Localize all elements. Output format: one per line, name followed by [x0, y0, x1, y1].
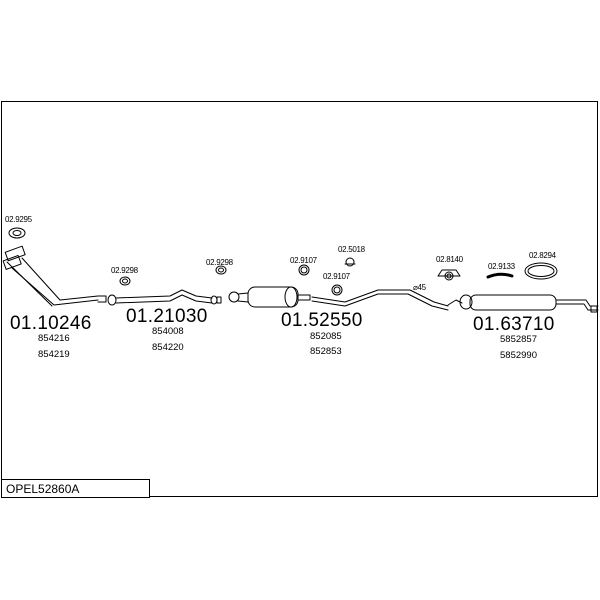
accessory-label: 02.9133 [488, 262, 515, 271]
intermediate-pipe [107, 289, 222, 306]
oem-ref: 852085 [310, 331, 342, 342]
part-number-rear-silencer: 01.63710 [473, 314, 555, 335]
pipe-diameter-label: ⌀45 [413, 283, 426, 292]
accessory-label: 02.9298 [206, 258, 233, 267]
kit-code-box: OPEL52860A [1, 479, 150, 498]
accessory-label: 02.9107 [323, 272, 350, 281]
rear-silencer [447, 294, 599, 313]
accessory-label: 02.5018 [338, 245, 365, 254]
accessory-label: 02.9107 [290, 256, 317, 265]
accessory-icons [8, 227, 558, 296]
connecting-pipe [311, 289, 449, 311]
oem-ref: 854219 [38, 349, 70, 360]
oem-ref: 5852990 [500, 350, 537, 361]
part-number-intermediate-pipe: 01.21030 [126, 306, 208, 327]
accessory-label: 02.8294 [529, 251, 556, 260]
accessory-label: 02.8140 [436, 255, 463, 264]
center-silencer [228, 286, 311, 308]
part-number-front-pipe: 01.10246 [10, 313, 92, 334]
kit-code: OPEL52860A [6, 482, 80, 496]
part-number-center-silencer: 01.52550 [281, 310, 363, 331]
oem-ref: 852853 [310, 346, 342, 357]
diagram-frame [1, 101, 598, 497]
accessory-label: 02.9298 [111, 266, 138, 275]
oem-ref: 854220 [152, 342, 184, 353]
oem-ref: 854216 [38, 333, 70, 344]
accessory-label: 02.9295 [5, 215, 32, 224]
front-pipe [2, 245, 107, 307]
oem-ref: 5852857 [500, 334, 537, 345]
oem-ref: 854008 [152, 326, 184, 337]
